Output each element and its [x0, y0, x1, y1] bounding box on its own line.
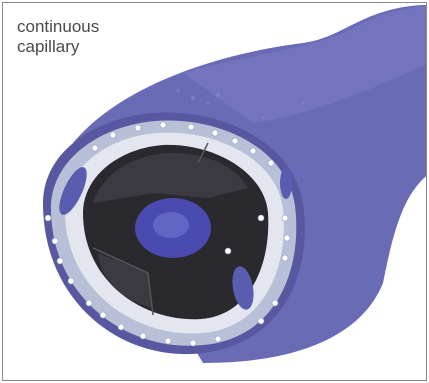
capillary-illustration [3, 3, 427, 381]
endothelial-nucleus-top [280, 167, 292, 199]
red-blood-cell-center [153, 212, 189, 238]
